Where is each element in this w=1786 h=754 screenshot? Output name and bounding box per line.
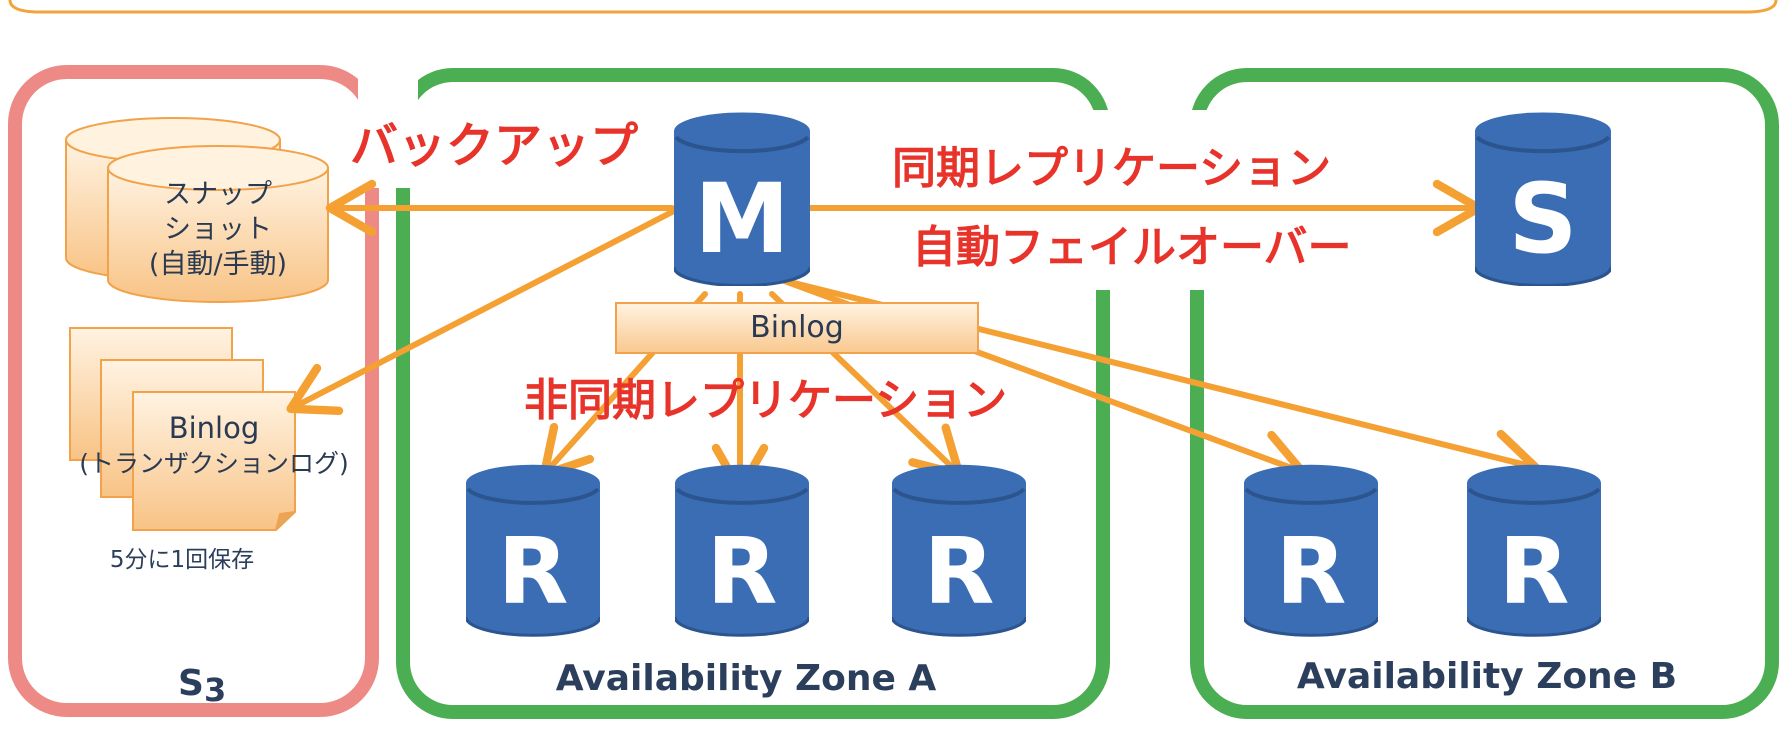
binlog-bar-label: Binlog <box>750 310 844 345</box>
backup-arrow-binlog <box>286 209 675 416</box>
backup-label: バックアップ <box>350 118 638 174</box>
s3-container <box>8 65 379 717</box>
replica-db-a3: R <box>892 465 1026 636</box>
replica-db-a1: R <box>466 465 600 636</box>
replica-label: R <box>924 518 995 625</box>
async-replication-label: 非同期レプリケーション <box>524 375 1007 426</box>
availability-zone-b-label: Availability Zone B <box>1297 656 1677 697</box>
s3-title: S3 <box>178 663 226 709</box>
binlog-files-icon <box>69 327 296 531</box>
standby-db-label: S <box>1508 163 1577 275</box>
auto-failover-label: 自動フェイルオーバー <box>912 222 1352 273</box>
replica-db-b2: R <box>1467 465 1601 636</box>
availability-zone-a-container <box>396 68 1110 719</box>
sync-replication-label: 同期レプリケーション <box>892 143 1331 194</box>
backup-interval-label: 5分に1回保存 <box>110 547 254 573</box>
binlog-bar <box>615 302 979 354</box>
outer-frame <box>8 0 1778 14</box>
snapshot-label-line3: (自動/手動) <box>149 249 287 280</box>
replica-label: R <box>1499 518 1570 625</box>
snapshot-icon <box>65 117 329 303</box>
snapshot-label-line1: スナップ <box>164 179 272 210</box>
replica-db-a2: R <box>675 465 809 636</box>
availability-zone-a-label: Availability Zone A <box>556 658 937 699</box>
binlog-file-label: Binlog <box>169 411 260 445</box>
replica-db-b1: R <box>1244 465 1378 636</box>
replica-label: R <box>707 518 778 625</box>
binlog-file-sublabel: (トランザクションログ) <box>79 449 349 478</box>
availability-zone-b-container <box>1190 68 1779 719</box>
master-db-label: M <box>694 163 790 275</box>
replica-label: R <box>498 518 569 625</box>
snapshot-label-line2: ショット <box>164 214 272 245</box>
replica-label: R <box>1276 518 1347 625</box>
